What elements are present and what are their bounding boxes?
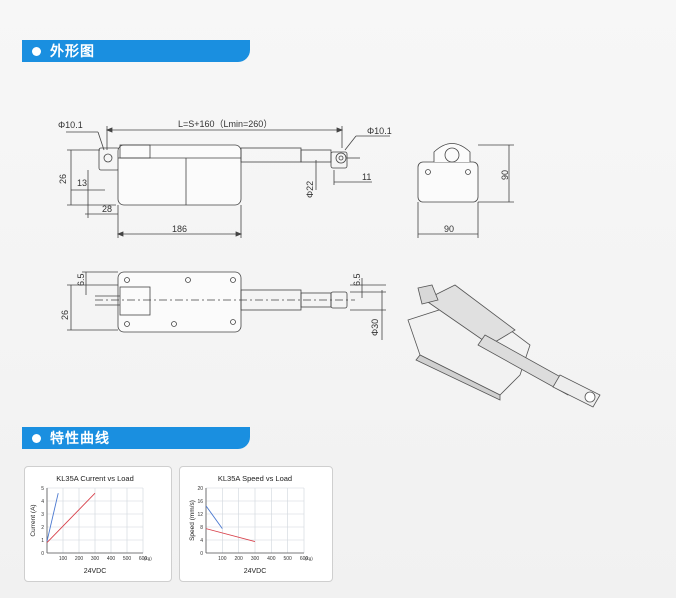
y-tick-label: 12 [197, 512, 203, 518]
y-tick-label: 8 [200, 525, 203, 531]
dim-90h-label: 90 [500, 170, 510, 180]
x-unit-label: (kg) [144, 556, 152, 561]
dim-26-label: 26 [58, 174, 68, 184]
x-tick-label: 600 [300, 556, 309, 562]
outline-section-header: 外形图 [22, 40, 250, 62]
y-tick-label: 0 [200, 551, 203, 557]
curves-section-title: 特性曲线 [50, 430, 110, 446]
curves-section-header: 特性曲线 [22, 427, 250, 449]
outline-drawing: L=S+160（Lmin=260） Φ10.1 Φ10.1 26 13 28 1… [58, 119, 601, 408]
x-tick-label: 400 [107, 556, 116, 562]
x-unit-label: (kg) [305, 556, 313, 561]
chart-title: KL35A Current vs Load [56, 474, 134, 483]
x-tick-label: 400 [267, 556, 276, 562]
dim-26b-label: 26 [60, 310, 70, 320]
y-tick-label: 20 [197, 486, 203, 492]
x-axis-label: 24VDC [244, 568, 267, 575]
dim-90w-label: 90 [444, 224, 454, 234]
dim-13-label: 13 [77, 178, 87, 188]
y-tick-label: 4 [41, 499, 44, 505]
outline-section-title: 外形图 [50, 43, 95, 59]
current-chart-card: KL35A Current vs Load 0 1 2 3 4 5 100 200 300 400 5… [24, 466, 172, 582]
x-axis-label: 24VDC [84, 568, 107, 575]
y-tick-label: 0 [41, 551, 44, 557]
x-tick-label: 100 [59, 556, 68, 562]
y-axis-label: Current (A) [30, 504, 37, 536]
dim-11-label: 11 [362, 172, 371, 182]
speed-vs-load-chart: KL35A Speed vs Load 0 4 8 12 16 20 100 200 300 400… [189, 474, 313, 575]
length-formula-label: L=S+160（Lmin=260） [178, 119, 272, 129]
dim-phi22-label: Φ22 [305, 181, 315, 198]
phi-right-label: Φ10.1 [367, 126, 392, 136]
y-tick-label: 5 [41, 486, 44, 492]
x-tick-label: 100 [218, 556, 227, 562]
x-tick-label: 300 [91, 556, 100, 562]
x-tick-label: 500 [283, 556, 292, 562]
dim-65b-label: 6.5 [352, 273, 362, 286]
x-tick-label: 500 [123, 556, 132, 562]
x-tick-label: 200 [234, 556, 243, 562]
y-tick-label: 2 [41, 525, 44, 531]
series-line [46, 492, 96, 543]
y-tick-label: 3 [41, 512, 44, 518]
dim-186-label: 186 [172, 224, 187, 234]
x-tick-label: 200 [75, 556, 84, 562]
phi-left-label: Φ10.1 [58, 120, 83, 130]
bullet-dot-icon [32, 46, 41, 56]
dim-phi30-label: Φ30 [370, 319, 380, 336]
speed-chart-card: KL35A Speed vs Load 0 4 8 12 16 20 100 200 300 400… [179, 466, 333, 582]
current-vs-load-chart: KL35A Current vs Load 0 1 2 3 4 5 100 200 300 400 5… [30, 474, 152, 575]
series-line [46, 493, 59, 542]
y-axis-label: Speed (mm/s) [189, 500, 196, 541]
y-tick-label: 1 [41, 538, 44, 544]
x-tick-label: 600 [139, 556, 148, 562]
series-line [205, 528, 256, 543]
dim-65a-label: 6.5 [76, 273, 86, 286]
series-line [205, 505, 223, 529]
bullet-dot-icon [32, 433, 41, 443]
dim-28-label: 28 [102, 204, 112, 214]
y-tick-label: 4 [200, 538, 203, 544]
x-tick-label: 300 [251, 556, 260, 562]
y-tick-label: 16 [197, 499, 203, 505]
chart-title: KL35A Speed vs Load [218, 474, 292, 483]
